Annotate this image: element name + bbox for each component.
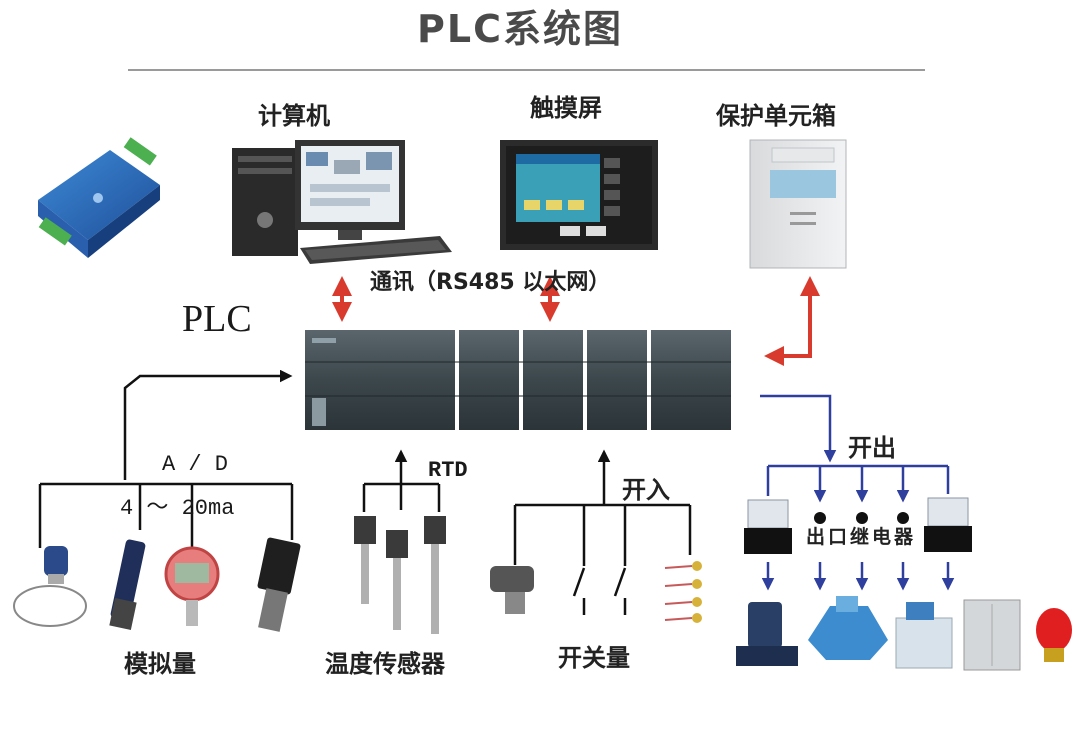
analog-wiring	[38, 369, 294, 552]
alarm-lamp-icon	[1036, 608, 1072, 662]
ad-label: A / D	[162, 452, 229, 477]
rtd-sensor-icon	[354, 516, 446, 634]
switch-group-label: 开关量	[558, 644, 630, 672]
comm-label: 通讯（RS485 以太网）	[370, 270, 611, 295]
limit-switch-icon	[490, 566, 534, 614]
page-title: PLC系统图	[417, 7, 623, 51]
relay-dots	[814, 512, 909, 524]
computer-icon	[232, 140, 452, 264]
instrument-icon	[895, 602, 953, 669]
protection-box-label: 保护单元箱	[716, 102, 836, 130]
switch-input-wiring	[513, 449, 692, 615]
terminal-icon	[664, 561, 702, 623]
rtd-wiring	[362, 449, 441, 512]
output-wiring	[760, 394, 955, 591]
relay-label: 出口继电器	[806, 526, 917, 548]
switch-out-label: 开出	[848, 434, 896, 462]
range-label: 4 ～ 20ma	[120, 496, 235, 521]
comm-arrows	[332, 276, 820, 366]
protection-box-icon	[749, 139, 847, 269]
touchscreen-label: 触摸屏	[530, 94, 602, 122]
pressure-gauge-icon	[164, 546, 220, 626]
computer-label: 计算机	[258, 102, 330, 130]
converter-module-icon	[38, 137, 160, 258]
pressure-transmitter-icon	[257, 537, 301, 632]
temperature-group-label: 温度传感器	[325, 650, 445, 678]
plc-label: PLC	[182, 298, 252, 340]
valve-icon	[808, 596, 888, 660]
relay-icon	[744, 497, 972, 554]
rtd-label: RTD	[428, 458, 468, 483]
pump-icon	[736, 602, 798, 666]
cabinet-icon	[963, 599, 1021, 671]
switch-in-label: 开入	[622, 476, 670, 504]
cable-sensor-icon	[13, 546, 87, 627]
plc-rack-icon	[305, 330, 731, 430]
proximity-sensor-icon	[109, 539, 146, 630]
analog-group-label: 模拟量	[124, 650, 196, 678]
touchscreen-icon	[500, 140, 658, 250]
